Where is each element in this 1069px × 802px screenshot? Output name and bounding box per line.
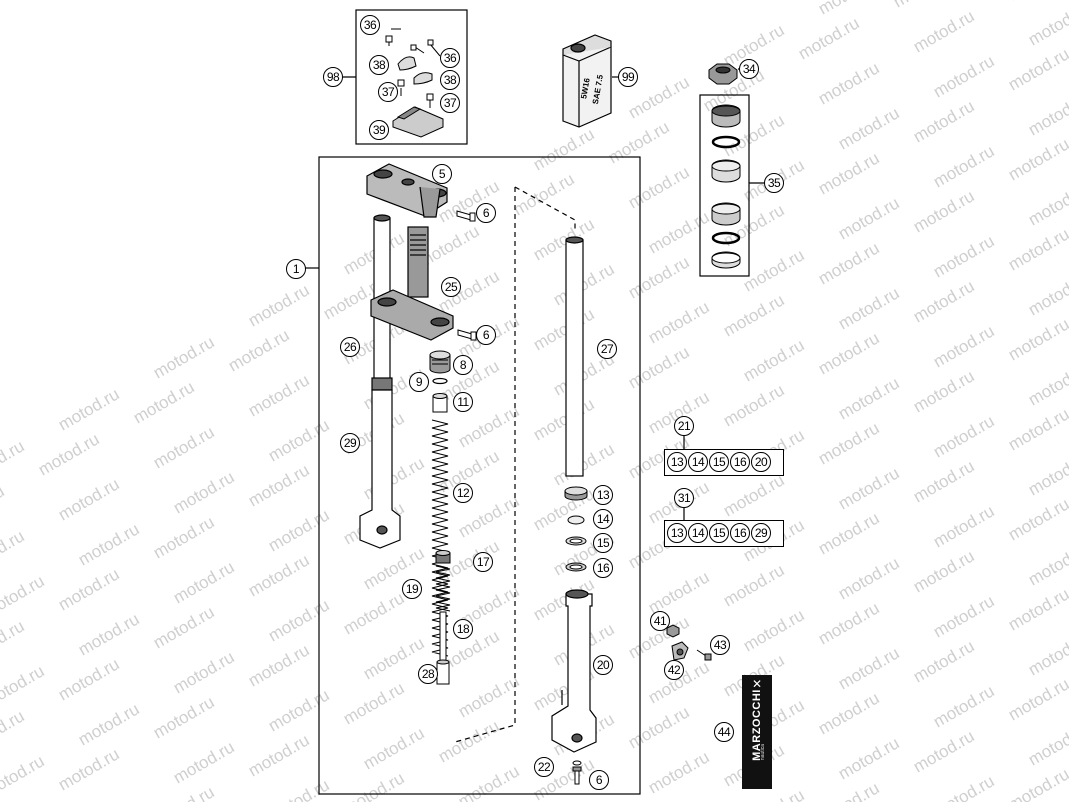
callout-34: 34 (739, 59, 759, 79)
callout-37-left: 37 (378, 82, 398, 102)
callout-19: 19 (402, 579, 422, 599)
callout-37-right: 37 (440, 93, 460, 113)
clamp-bolt-upper (456, 210, 476, 222)
callout-28: 28 (418, 664, 438, 684)
callout-17: 17 (473, 552, 493, 572)
kit-21-items: 13 14 15 16 20 (665, 450, 773, 474)
bearing-kit-parts (711, 104, 741, 269)
kit-31-item-4: 16 (730, 523, 750, 543)
steering-stem (370, 226, 454, 341)
callout-38-left: 38 (369, 55, 389, 75)
callout-1: 1 (286, 259, 306, 279)
logo-mark-icon: ✕ (751, 677, 763, 691)
fork-oil-can (562, 34, 612, 128)
callout-27: 27 (597, 339, 617, 359)
clamp-kit-parts (385, 28, 444, 138)
callout-41: 41 (650, 611, 670, 631)
fork-cap-oring (432, 377, 448, 385)
callout-6-bottom: 6 (589, 770, 609, 790)
kit-31-item-5: 29 (751, 523, 771, 543)
fork-seals (564, 486, 588, 572)
fork-cap (429, 350, 451, 374)
kit-31-box: 13 14 15 16 29 (664, 520, 784, 547)
callout-13: 13 (593, 485, 613, 505)
callout-39: 39 (369, 120, 389, 140)
callout-6-upper: 6 (476, 203, 496, 223)
callout-38-right: 38 (440, 70, 460, 90)
callout-22: 22 (534, 757, 554, 777)
callout-20: 20 (593, 655, 613, 675)
callout-11: 11 (453, 392, 473, 412)
callout-15: 15 (593, 533, 613, 553)
kit-21-box: 13 14 15 16 20 (664, 449, 784, 476)
callout-21: 21 (674, 416, 694, 436)
kit-31-item-2: 14 (688, 523, 708, 543)
callout-25: 25 (441, 277, 461, 297)
kit-31-item-1: 13 (667, 523, 687, 543)
callout-16: 16 (593, 558, 613, 578)
callout-99: 99 (618, 67, 638, 87)
callout-8: 8 (453, 355, 473, 375)
axle-clamp-parts (666, 624, 712, 661)
clamp-bolt-lower (457, 329, 477, 341)
callout-31: 31 (674, 488, 694, 508)
kit-21-item-5: 20 (751, 452, 771, 472)
right-fork-slider (551, 589, 597, 753)
callout-43: 43 (710, 635, 730, 655)
callout-9: 9 (409, 372, 429, 392)
slider-drain-bolt (572, 760, 582, 785)
callout-26: 26 (340, 337, 360, 357)
callout-29: 29 (340, 433, 360, 453)
kit-21-item-3: 15 (709, 452, 729, 472)
callout-12: 12 (453, 483, 473, 503)
kit-21-item-4: 16 (730, 452, 750, 472)
main-assembly-frame (318, 156, 641, 795)
callout-36-left: 36 (360, 15, 380, 35)
damper-assembly (435, 550, 451, 685)
steering-bearing-kit-frame (699, 94, 750, 277)
marzocchi-logo: ✕ MARZOCCHI nautica (742, 675, 772, 789)
spring-spacer (432, 393, 448, 413)
callout-44: 44 (714, 722, 734, 742)
kit-21-item-2: 14 (688, 452, 708, 472)
right-fork-tube (565, 236, 584, 477)
kit-31-items: 13 14 15 16 29 (665, 521, 773, 545)
kit-21-item-1: 13 (667, 452, 687, 472)
upper-triple-clamp (366, 163, 448, 218)
callout-98: 98 (323, 67, 343, 87)
callout-35: 35 (764, 173, 784, 193)
callout-36-right: 36 (440, 48, 460, 68)
callout-18: 18 (453, 619, 473, 639)
left-fork-leg (359, 214, 401, 549)
kit-31-item-3: 15 (709, 523, 729, 543)
callout-42: 42 (664, 660, 684, 680)
callout-6-lower: 6 (476, 325, 496, 345)
callout-14: 14 (593, 509, 613, 529)
steering-nut (708, 63, 738, 85)
callout-5: 5 (432, 164, 452, 184)
